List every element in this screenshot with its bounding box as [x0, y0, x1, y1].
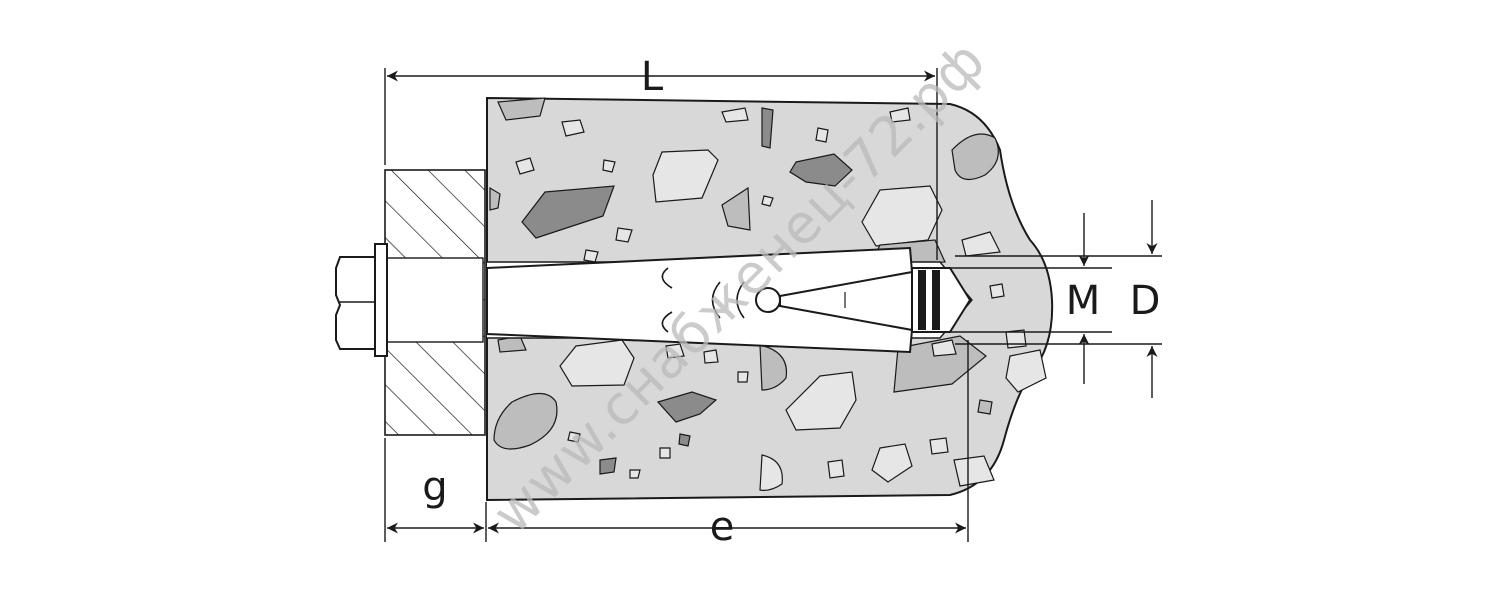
- stone: [615, 227, 633, 243]
- stone: [656, 391, 718, 423]
- anchor-bolt: [335, 243, 972, 357]
- label-L: L: [641, 54, 664, 100]
- stone: [652, 149, 719, 203]
- stone: [785, 371, 857, 431]
- label-g: g: [422, 464, 447, 510]
- sleeve-notch: [661, 267, 673, 289]
- stone: [703, 349, 719, 364]
- stone: [989, 283, 1005, 299]
- expansion-sleeve: [486, 246, 914, 354]
- stone: [789, 153, 853, 187]
- label-M: M: [1066, 278, 1101, 324]
- aggregate-stones: [489, 97, 1047, 491]
- dimension-lines: [384, 68, 1162, 542]
- stone: [1005, 349, 1047, 393]
- stone: [951, 133, 999, 181]
- stone: [977, 399, 993, 415]
- stone: [889, 107, 911, 123]
- label-D: D: [1130, 278, 1161, 324]
- stone: [761, 107, 774, 149]
- stone: [567, 431, 581, 443]
- stone: [1005, 329, 1027, 349]
- stone: [599, 457, 617, 475]
- stone: [871, 443, 913, 483]
- stone: [931, 339, 957, 357]
- cone-nose: [911, 267, 972, 333]
- stone: [953, 455, 995, 487]
- stone: [721, 186, 751, 231]
- label-e: e: [710, 504, 735, 550]
- stone: [961, 231, 1001, 257]
- stone: [493, 392, 558, 450]
- stone: [759, 454, 783, 491]
- stone: [561, 119, 585, 137]
- stone: [602, 159, 616, 173]
- stone: [629, 469, 641, 479]
- stone: [665, 343, 685, 359]
- cone-band: [918, 270, 926, 330]
- hex-nut: [335, 256, 376, 350]
- sleeve-slot: [755, 287, 781, 313]
- stone: [515, 157, 535, 175]
- stone: [489, 186, 501, 211]
- stone: [521, 185, 615, 239]
- stone: [721, 107, 749, 123]
- stone: [893, 335, 987, 393]
- stone: [815, 127, 829, 143]
- stone: [659, 447, 671, 459]
- sleeve-notch: [711, 281, 721, 319]
- cone-band: [932, 270, 940, 330]
- sleeve-notch: [736, 281, 745, 319]
- stone: [737, 371, 749, 383]
- stone: [759, 344, 788, 391]
- sleeve-notch: [661, 311, 673, 333]
- stone: [678, 433, 691, 447]
- stone: [497, 97, 546, 121]
- stone: [761, 195, 774, 207]
- stone: [861, 185, 943, 247]
- washer: [374, 243, 388, 357]
- stone: [827, 459, 845, 479]
- stone: [583, 249, 599, 263]
- stone: [929, 437, 949, 455]
- sleeve-in-fixture: [386, 257, 484, 343]
